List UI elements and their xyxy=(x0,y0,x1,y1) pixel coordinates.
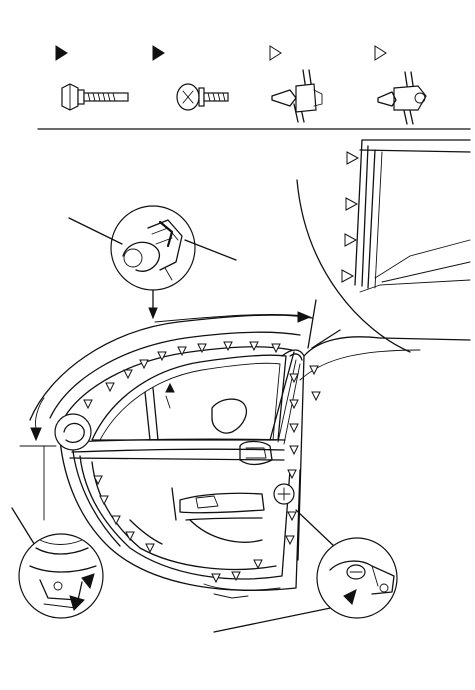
rear-screw-detail xyxy=(316,537,398,619)
flange-bolt-icon xyxy=(61,83,129,111)
legend-open-triangle-1 xyxy=(269,45,282,61)
legend-solid-triangle-2 xyxy=(152,45,165,61)
push-clip-icon xyxy=(271,69,323,123)
washer-screw-icon xyxy=(176,83,229,111)
rear-door-panel xyxy=(19,311,471,599)
door-clip-markers xyxy=(83,341,321,584)
fastener-legend xyxy=(37,45,471,130)
legend-solid-triangle-1 xyxy=(55,45,68,61)
trim-clip-icon xyxy=(377,71,427,125)
frame-clip-detail xyxy=(296,139,471,353)
harness-connector-detail xyxy=(68,205,237,320)
legend-open-triangle-2 xyxy=(374,45,387,61)
front-lower-screw-detail xyxy=(18,533,104,619)
